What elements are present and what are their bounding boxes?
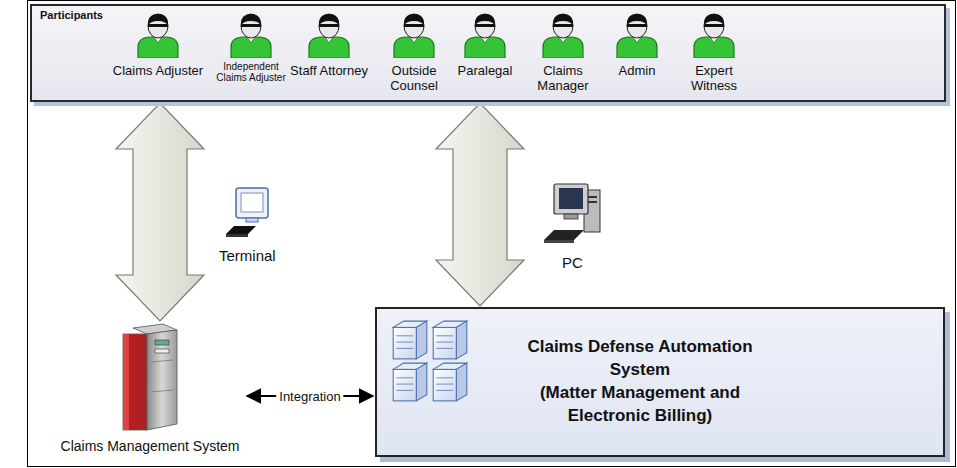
participant: Claims Adjuster (108, 12, 208, 79)
person-icon (391, 12, 437, 58)
person-icon (135, 12, 181, 58)
participants-band: ParticipantsClaims Adjuster Independent C… (30, 4, 946, 102)
server-cluster-icon (385, 315, 477, 407)
page-frame (28, 1, 956, 467)
system-label: Claims Management System (61, 438, 240, 454)
person-icon (614, 12, 660, 58)
group-title: Participants (40, 9, 103, 21)
role-label: Staff Attorney (290, 64, 368, 79)
mainframe-system: Claims Management System (55, 322, 245, 454)
edge-label: Integration (276, 389, 343, 404)
participant: Admin (600, 12, 674, 79)
participant: Paralegal (450, 12, 520, 79)
terminal-icon (226, 188, 268, 237)
role-label: Paralegal (458, 64, 513, 79)
participant: Independent Claims Adjuster (216, 12, 286, 83)
system-box: Claims Defense Automation System(Matter … (375, 307, 945, 457)
device-label: PC (562, 254, 583, 271)
pc-icon (544, 184, 600, 243)
person-icon (228, 12, 274, 58)
device-label: Terminal (219, 247, 276, 264)
system-label: (Matter Management and Electronic Billin… (505, 382, 775, 428)
role-label: Claims Adjuster (113, 64, 203, 79)
role-label: Independent Claims Adjuster (216, 61, 286, 83)
person-icon (691, 12, 737, 58)
double-block-arrow (436, 103, 524, 306)
person-icon (306, 12, 352, 58)
participant: Staff Attorney (289, 12, 369, 79)
person-icon (540, 12, 586, 58)
role-label: Expert Witness (676, 64, 752, 93)
participant: Expert Witness (676, 12, 752, 93)
system-label: Claims Defense Automation System (505, 336, 775, 382)
participant: Outside Counsel (372, 12, 456, 93)
participant: Claims Manager (523, 12, 603, 93)
person-icon (462, 12, 508, 58)
server-tower-icon (119, 322, 181, 434)
double-block-arrow (116, 103, 204, 321)
role-label: Admin (619, 64, 656, 79)
role-label: Claims Manager (523, 64, 603, 93)
role-label: Outside Counsel (372, 64, 456, 93)
